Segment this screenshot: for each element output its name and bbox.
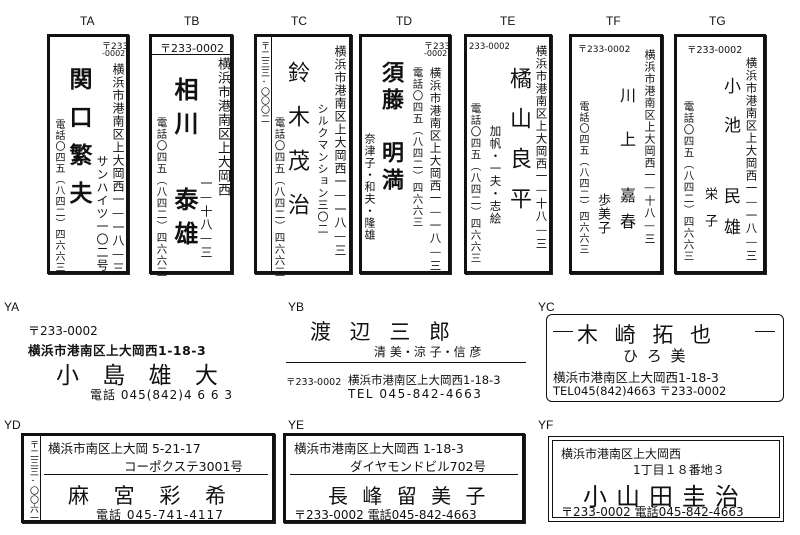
stamp-code-yd: YD (4, 418, 21, 432)
stamp-code-tb: TB (184, 14, 200, 28)
stamp-code-tc: TC (291, 14, 307, 28)
sub-names: 栄子 (702, 187, 717, 241)
name-text-1: 相川 (170, 77, 199, 145)
stamp-code-yb: YB (288, 300, 305, 314)
street-text: 一—十八—三 (199, 177, 213, 259)
stamp-te: 233-0002 電話〇四五（八四二）四六六三 加帆・一夫・志絵 橘山良平 横浜… (465, 35, 551, 273)
name-text: 小山田圭治 (583, 483, 748, 511)
address-text: 横浜市港南区上大岡西一—一八—三 (111, 63, 125, 275)
name-text: 小 島 雄 大 (56, 363, 226, 389)
stamp-code-td: TD (396, 14, 412, 28)
stamp-tf: 〒233-0002 電話〇四五（八四二）四六六三 歩美子 川上 嘉春 横浜市港南… (570, 35, 662, 273)
address-text: 横浜市港南区上大岡西一—十八—三 (534, 45, 549, 250)
stamp-code-yf: YF (538, 418, 554, 432)
zip-text: 233-0002 (469, 42, 510, 52)
address-text: 横浜市南区上大岡 5-21-17 (48, 441, 201, 456)
zip-phone-text: 〒233-0002 電話045-842-4663 (561, 505, 744, 519)
zip-text: 〒233-0002 (687, 45, 743, 56)
name-text-1: 須藤 (378, 61, 404, 115)
street-text: 1丁目１８番地３ (633, 463, 725, 477)
name-text: 渡 辺 三 郎 (310, 320, 457, 344)
zip-text: 〒233-0002 (578, 45, 631, 55)
name-text-1: 川上 (617, 87, 636, 175)
name-text-2: 明満 (378, 141, 404, 195)
address-text: 横浜市港南区上大岡西一—一八—三 (428, 67, 443, 272)
name-text: 鈴木茂治 (284, 61, 309, 237)
address-text: 横浜市港南区上大岡西一—十八—三 (643, 49, 656, 245)
name-text: 木 崎 拓 也 (577, 323, 717, 347)
sub-names: 歩美子 (595, 193, 610, 235)
phone-text: 電話〇四五（八四二）四六六三 (273, 117, 286, 278)
stamp-yd: 〒二三三-〇〇六一 横浜市南区上大岡 5-21-17 コーポクステ3001号 麻… (22, 434, 274, 522)
stamp-yc: 木 崎 拓 也 ひ ろ 美 横浜市港南区上大岡西1-18-3 TEL045(84… (546, 314, 784, 402)
name-text: 麻 宮 彩 希 (68, 484, 236, 508)
zip-text-2: -0002 (424, 49, 448, 58)
stamp-tg: 〒233-0002 電話〇四五（八四二）四六六三 栄子 小池 民雄 横浜市港南区… (675, 35, 765, 273)
address-text: 横浜市港南区上大岡西1-18-3 (28, 343, 207, 358)
stamp-code-yc: YC (538, 300, 555, 314)
address-text: 横浜市港南区上大岡西一—一八—三 (744, 57, 759, 262)
stamp-ta: 電話〇四五（八四二）四六六三 関口繁夫 サンハイツ一〇二号 横浜市港南区上大岡西… (48, 35, 129, 275)
stamp-code-tg: TG (709, 14, 726, 28)
address-text: 横浜市港南区上大岡西1-18-3 (348, 373, 501, 387)
building-text: コーポクステ3001号 (124, 459, 243, 474)
address-text: 横浜市港南区上大岡西1-18-3 (553, 370, 719, 385)
phone-text: 電話〇四五（八四二）四六六三 (411, 67, 424, 228)
building-text: サンハイツ一〇二号 (95, 155, 109, 272)
phone-text: 電話〇四五（八四二）四六六三 (682, 101, 695, 262)
stamp-yb: 渡 辺 三 郎 清 美・涼 子・信 彦 〒233-0002 横浜市港南区上大岡西… (286, 316, 526, 404)
sub-names: 清 美・涼 子・信 彦 (374, 345, 482, 359)
zip-text-2: -0002 (102, 49, 126, 58)
building-text: シルクマンション三〇二 (316, 103, 329, 235)
stamp-code-ye: YE (288, 418, 305, 432)
name-text-2: 嘉春 (617, 187, 636, 239)
zip-text: 〒233-0002 (28, 324, 98, 338)
name-text: 長 峰 留 美 子 (328, 484, 490, 508)
stamp-tc: 〒二三三-〇〇〇二 電話〇四五（八四二）四六六三 鈴木茂治 シルクマンション三〇… (255, 35, 351, 278)
stamp-code-tf: TF (606, 14, 621, 28)
phone-text: TEL 045-842-4663 (348, 387, 483, 401)
phone-zip-text: TEL045(842)4663 〒233-0002 (553, 384, 727, 398)
name-text-1: 小池 (720, 77, 740, 155)
phone-text: 電話〇四五（八四二）四六六三 (155, 117, 168, 278)
stamp-code-ta: TA (80, 14, 95, 28)
address-text: 横浜市港南区上大岡西 1-18-3 (294, 441, 464, 456)
phone-text: 電話〇四五（八四二）四六六三 (469, 103, 482, 264)
zip-text: 〒二三三-〇〇〇二 (259, 41, 269, 123)
sub-names: ひ ろ 美 (623, 347, 688, 365)
zip-text: 〒233-0002 (286, 377, 342, 388)
stamp-tb: 〒233-0002 電話〇四五（八四二）四六六三 相川 泰雄 一—十八—三 横浜… (150, 35, 232, 278)
zip-text: 〒233-0002 (160, 42, 224, 55)
building-text: ダイヤモンドビル702号 (350, 459, 486, 474)
stamp-ya: 〒233-0002 横浜市港南区上大岡西1-18-3 小 島 雄 大 電話 04… (22, 320, 272, 402)
phone-text: 電話〇四五（八四二）四六六三 (53, 119, 64, 273)
name-text-2: 泰雄 (170, 187, 199, 255)
phone-text: 電話 045(842)4 6 6 3 (90, 388, 233, 402)
stamp-code-ya: YA (4, 300, 20, 314)
stamp-ye: 横浜市港南区上大岡西 1-18-3 ダイヤモンドビル702号 長 峰 留 美 子… (284, 434, 524, 522)
phone-text: 電話〇四五（八四二）四六六三 (577, 101, 588, 255)
zip-text: 〒233 (424, 42, 451, 52)
sub-names: 奈津子・和夫・隆雄 (363, 133, 376, 241)
zip-text: 〒二三三-〇〇六一 (28, 440, 38, 522)
stamp-yf: 横浜市港南区上大岡西 1丁目１８番地３ 小山田圭治 〒233-0002 電話04… (548, 436, 784, 522)
name-text-2: 民雄 (720, 187, 740, 249)
address-text: 横浜市港南区上大岡西一—一八—三 (333, 45, 347, 257)
zip-phone-text: 〒233-0002 電話045-842-4663 (294, 508, 477, 522)
name-text: 関口繁夫 (65, 67, 92, 219)
address-text: 横浜市港南区上大岡西 (561, 447, 682, 461)
phone-text: 電話 045-741-4117 (96, 508, 224, 522)
divider-line (286, 362, 526, 363)
name-text: 橘山良平 (506, 67, 531, 227)
sub-names: 加帆・一夫・志絵 (488, 125, 503, 225)
zip-text: 〒233 (102, 42, 129, 52)
stamp-td: 須藤 明満 奈津子・和夫・隆雄 電話〇四五（八四二）四六六三 横浜市港南区上大岡… (360, 35, 450, 273)
address-text: 横浜市港南区上大岡西 (215, 57, 230, 197)
stamp-code-te: TE (500, 14, 516, 28)
